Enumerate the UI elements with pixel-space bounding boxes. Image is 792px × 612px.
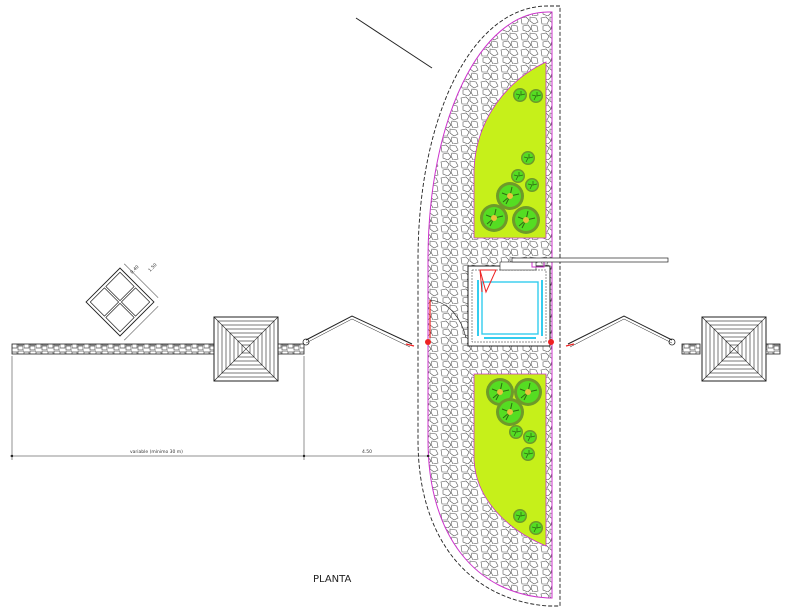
gate-arm-icon [565, 315, 676, 348]
upper-lawn-area [473, 61, 547, 239]
shrub-icon [528, 520, 544, 536]
shrub-icon [524, 177, 540, 193]
lower-lawn-area [473, 373, 547, 547]
shrub-icon [520, 150, 536, 166]
left-stone-wall [11, 343, 215, 355]
gate-swing-left [429, 299, 467, 339]
paver-tile-detail [85, 263, 159, 341]
dimension-right-label: 4.50 [362, 449, 372, 455]
shrub-icon [510, 168, 526, 184]
post-marker-icon [548, 339, 554, 345]
dimension-left-label: variable (mínimo 30 m) [130, 448, 183, 455]
barrier-arm-right [511, 257, 669, 263]
shrub-icon [520, 446, 536, 462]
shrub-icon [528, 88, 544, 104]
tile-dimension-1: 0.40 [129, 264, 140, 275]
leader-line [355, 17, 433, 69]
island-outer-dashed-boundary [417, 5, 561, 607]
pyramid-pillar-icon [701, 316, 767, 382]
guard-booth [467, 258, 551, 347]
pyramid-pillar-icon [213, 316, 279, 382]
dimension-line [10, 356, 430, 460]
shrub-icon [512, 87, 528, 103]
right-stone-wall-end [765, 343, 781, 355]
shrub-icon [511, 205, 541, 235]
shrub-icon [495, 397, 525, 427]
drawing-title: PLANTA [313, 574, 351, 585]
shrub-icon [522, 429, 538, 445]
shrub-icon [508, 424, 524, 440]
right-stone-wall [681, 343, 701, 355]
gate-arm-icon [302, 315, 415, 348]
shrub-icon [479, 203, 509, 233]
tile-dimension-2: 1.50 [147, 262, 158, 273]
shrub-icon [512, 508, 528, 524]
left-stone-wall-end [277, 343, 305, 355]
post-marker-icon [425, 339, 431, 345]
